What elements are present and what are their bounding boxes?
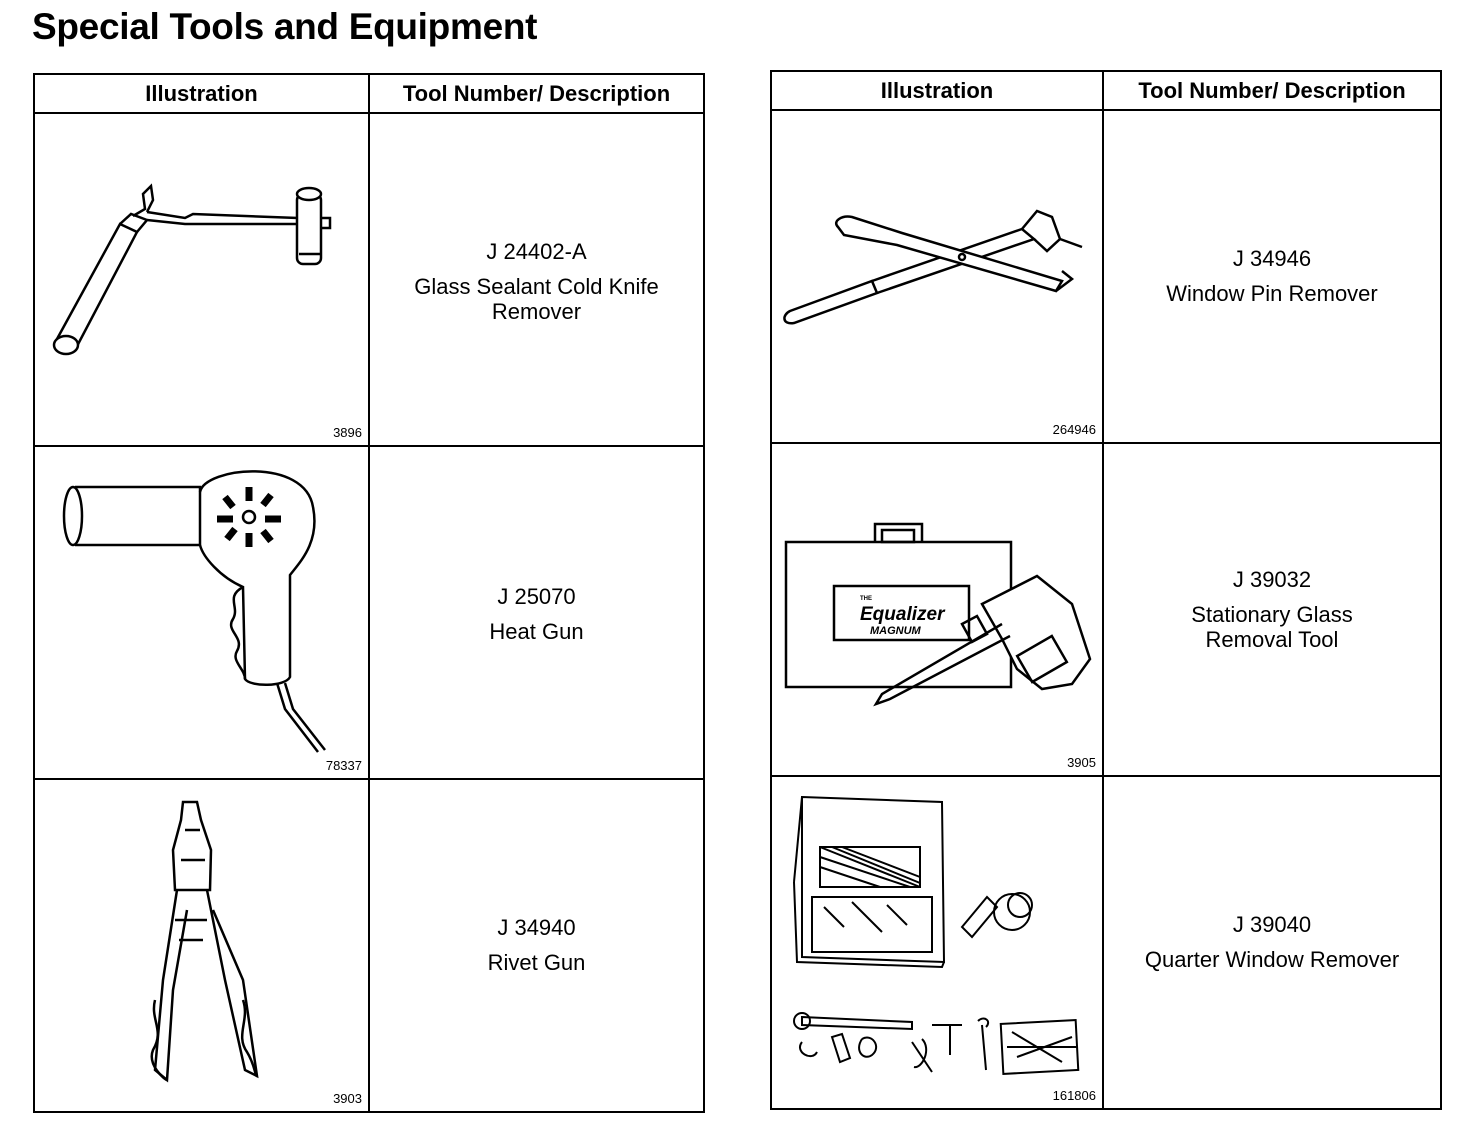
- table-row: 161806 J 39040 Quarter Window Remover: [770, 775, 1442, 1110]
- illustration-cell: 161806: [770, 775, 1104, 1110]
- svg-text:Equalizer: Equalizer: [860, 604, 946, 625]
- figure-number: 3896: [333, 425, 362, 440]
- table-row: 78337 J 25070 Heat Gun: [33, 445, 705, 780]
- description-header: Tool Number/ Description: [368, 73, 705, 114]
- illustration-cell: 78337: [33, 445, 370, 780]
- table-row: 264946 J 34946 Window Pin Remover: [770, 109, 1442, 444]
- tool-number: J 34940: [497, 915, 576, 940]
- figure-number: 78337: [325, 758, 362, 773]
- tool-description: Glass Sealant Cold Knife Remover: [414, 274, 659, 324]
- figure-number: 3903: [333, 1091, 362, 1106]
- table-row: THE Equalizer MAGNUM 3905 J 39032 Statio…: [770, 442, 1442, 777]
- illustration-cell: 264946: [770, 109, 1104, 444]
- illustration-cell: 3896: [33, 112, 370, 447]
- window-pin-remover-illustration: [783, 209, 1083, 325]
- tool-number: J 39032: [1232, 567, 1312, 592]
- description-cell: J 25070 Heat Gun: [368, 445, 705, 780]
- table-row: 3896 J 24402-A Glass Sealant Cold Knife …: [33, 112, 705, 447]
- description-header: Tool Number/ Description: [1102, 70, 1442, 111]
- tool-number: J 34946: [1232, 246, 1312, 271]
- illustration-header: Illustration: [770, 70, 1104, 111]
- figure-number: 3905: [1067, 755, 1096, 770]
- description-cell: J 24402-A Glass Sealant Cold Knife Remov…: [368, 112, 705, 447]
- rivet-gun-illustration: [150, 800, 259, 1083]
- illustration-cell: THE Equalizer MAGNUM 3905: [770, 442, 1104, 777]
- tool-description: Quarter Window Remover: [1144, 947, 1400, 972]
- tool-number: J 24402-A: [486, 239, 587, 264]
- description-cell: J 39040 Quarter Window Remover: [1102, 775, 1442, 1110]
- description-cell: J 34940 Rivet Gun: [368, 778, 705, 1113]
- quarter-window-remover-illustration: [793, 795, 1080, 1075]
- tool-description: Heat Gun: [489, 619, 584, 644]
- description-cell: J 39032 Stationary Glass Removal Tool: [1102, 442, 1442, 777]
- illustration-header: Illustration: [33, 73, 370, 114]
- illustration-cell: 3903: [33, 778, 370, 1113]
- heat-gun-illustration: [62, 470, 326, 753]
- svg-text:THE: THE: [860, 596, 872, 602]
- glass-removal-tool-illustration: THE Equalizer MAGNUM: [784, 522, 1092, 707]
- description-cell: J 34946 Window Pin Remover: [1102, 109, 1442, 444]
- tool-number: J 25070: [497, 584, 576, 609]
- cold-knife-remover-illustration: [52, 183, 332, 356]
- page-title: Special Tools and Equipment: [32, 6, 538, 47]
- figure-number: 161806: [1052, 1088, 1096, 1103]
- tool-description: Window Pin Remover: [1166, 281, 1378, 306]
- tool-number: J 39040: [1232, 912, 1312, 937]
- tool-description: Stationary Glass Removal Tool: [1191, 602, 1353, 652]
- tools-table-left: Illustration Tool Number/ Description 38…: [33, 73, 705, 1113]
- figure-number: 264946: [1052, 422, 1096, 437]
- svg-text:MAGNUM: MAGNUM: [870, 625, 922, 637]
- tools-table-right: Illustration Tool Number/ Description 26…: [770, 70, 1442, 1110]
- tool-description: Rivet Gun: [487, 950, 586, 975]
- table-row: 3903 J 34940 Rivet Gun: [33, 778, 705, 1113]
